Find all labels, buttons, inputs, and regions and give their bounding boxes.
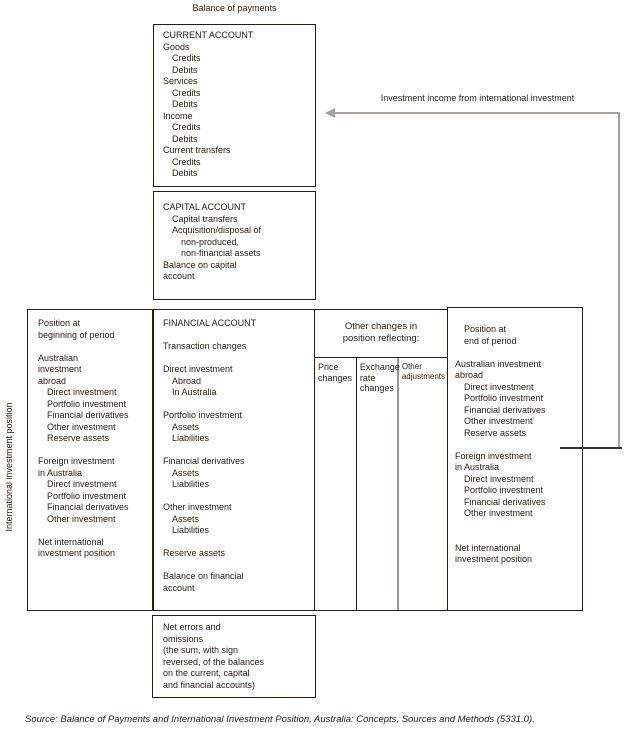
investment-income-arrow-vertical-line <box>618 112 620 449</box>
exchange-rate-changes-label: Exchange rate changes <box>359 362 400 393</box>
financial-account-items: FINANCIAL ACCOUNT Transaction changes Di… <box>163 318 257 593</box>
international-investment-position-axis-label: International investment position <box>4 402 14 532</box>
investment-income-arrow-line <box>334 112 620 114</box>
other-adjustments-label: Other adjustments <box>401 362 445 381</box>
financial-account-box: FINANCIAL ACCOUNT Transaction changes Di… <box>153 309 316 611</box>
price-changes-label: Price changes <box>318 362 353 383</box>
price-changes-column: Price changes <box>315 358 357 610</box>
source-citation: Source: Balance of Payments and Internat… <box>25 714 535 725</box>
other-changes-columns: Price changes Exchange rate changes Othe… <box>315 358 447 610</box>
left-arrowhead-icon <box>325 108 335 118</box>
exchange-rate-changes-column: Exchange rate changes <box>357 358 400 610</box>
position-end-connector-line <box>560 447 622 449</box>
investment-income-arrow-label: Investment income from international inv… <box>380 93 575 103</box>
balance-of-payments-title: Balance of payments <box>192 3 277 13</box>
other-adjustments-column: Other adjustments <box>399 358 447 610</box>
